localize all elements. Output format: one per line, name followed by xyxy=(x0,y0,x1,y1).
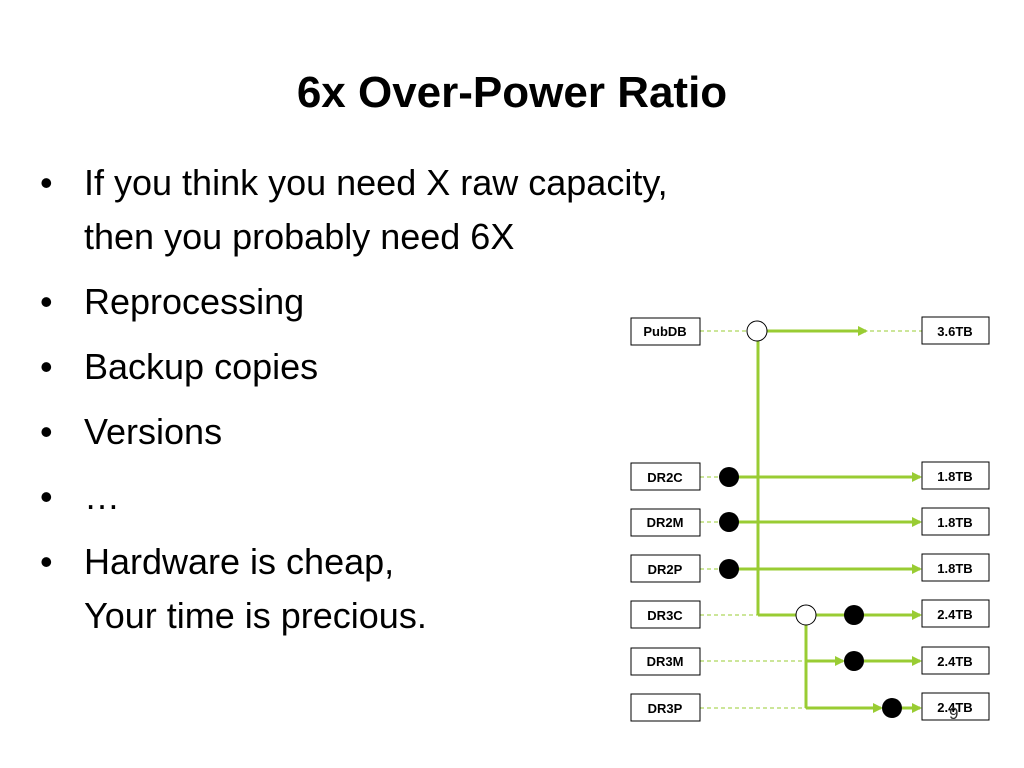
filled-node xyxy=(844,605,864,625)
flow-lines xyxy=(738,326,922,713)
bullet-marker: • xyxy=(40,162,53,203)
bullet-marker: • xyxy=(40,541,53,582)
bullet-line: Reprocessing xyxy=(84,281,305,322)
box-frame xyxy=(630,508,701,537)
bullet-text: Hardware is cheap, Your time is precious… xyxy=(84,535,840,643)
filled-node xyxy=(719,467,739,487)
box-frame xyxy=(921,316,990,345)
bullet-marker: • xyxy=(40,476,53,517)
bullet-item: • … xyxy=(40,470,840,524)
bullet-line: then you probably need 6X xyxy=(84,216,515,257)
bullet-list: • If you think you need X raw capacity, … xyxy=(40,156,840,654)
source-label: PubDB xyxy=(643,324,686,339)
bullet-text: If you think you need X raw capacity, th… xyxy=(84,156,840,264)
box-frame xyxy=(921,692,990,721)
filled-node xyxy=(719,512,739,532)
source-label: DR3P xyxy=(648,701,683,716)
bullet-text: Versions xyxy=(84,405,840,459)
bullet-text: Backup copies xyxy=(84,340,840,394)
bullet-line: Your time is precious. xyxy=(84,595,427,636)
target-box: 2.4TB xyxy=(921,692,990,721)
box-frame xyxy=(630,554,701,583)
box-frame xyxy=(921,461,990,490)
source-label: DR2M xyxy=(647,515,684,530)
filled-nodes xyxy=(719,467,902,718)
bullet-line: Hardware is cheap, xyxy=(84,541,395,582)
box-frame xyxy=(630,462,701,491)
bullet-item: • Hardware is cheap, Your time is precio… xyxy=(40,535,840,643)
target-box: 2.4TB xyxy=(921,599,990,628)
open-node xyxy=(746,320,768,342)
target-box: 1.8TB xyxy=(921,507,990,536)
target-label: 1.8TB xyxy=(937,515,972,530)
bullet-line: If you think you need X raw capacity, xyxy=(84,162,668,203)
target-label: 2.4TB xyxy=(937,654,972,669)
bullet-line: Backup copies xyxy=(84,346,319,387)
bullet-marker: • xyxy=(40,411,53,452)
source-box: DR3P xyxy=(630,693,701,722)
source-box: DR2P xyxy=(630,554,701,583)
source-boxes: PubDB DR2C DR2M DR2P DR3C DR3M DR3P xyxy=(630,317,701,722)
box-frame xyxy=(921,507,990,536)
page-number: 9 xyxy=(949,704,959,723)
target-label: 2.4TB xyxy=(937,700,972,715)
box-frame xyxy=(921,646,990,675)
source-box: DR2C xyxy=(630,462,701,491)
bullet-text: … xyxy=(84,470,840,524)
open-node xyxy=(795,604,817,626)
bullet-item: • Versions xyxy=(40,405,840,459)
slide-title: 6x Over-Power Ratio xyxy=(296,68,728,117)
source-box: DR3C xyxy=(630,600,701,629)
source-box: DR2M xyxy=(630,508,701,537)
target-label: 1.8TB xyxy=(937,561,972,576)
source-box: PubDB xyxy=(630,317,701,346)
filled-node xyxy=(882,698,902,718)
filled-node xyxy=(844,651,864,671)
filled-node xyxy=(719,559,739,579)
target-box: 3.6TB xyxy=(921,316,990,345)
bullet-item: • If you think you need X raw capacity, … xyxy=(40,156,840,264)
box-frame xyxy=(630,693,701,722)
target-box: 2.4TB xyxy=(921,646,990,675)
bullet-line: … xyxy=(84,476,120,517)
source-label: DR3M xyxy=(647,654,684,669)
target-boxes: 3.6TB 1.8TB 1.8TB 1.8TB 2.4TB 2.4TB 2.4T… xyxy=(921,316,990,721)
bullet-text: Reprocessing xyxy=(84,275,840,329)
target-box: 1.8TB xyxy=(921,553,990,582)
bullet-item: • Reprocessing xyxy=(40,275,840,329)
bullet-marker: • xyxy=(40,346,53,387)
source-box: DR3M xyxy=(630,647,701,676)
box-frame xyxy=(630,600,701,629)
bullet-marker: • xyxy=(40,281,53,322)
box-frame xyxy=(921,553,990,582)
source-label: DR3C xyxy=(647,608,683,623)
target-label: 1.8TB xyxy=(937,469,972,484)
target-label: 2.4TB xyxy=(937,607,972,622)
bullet-line: Versions xyxy=(84,411,223,452)
source-label: DR2C xyxy=(647,470,683,485)
box-frame xyxy=(921,599,990,628)
target-box: 1.8TB xyxy=(921,461,990,490)
source-label: DR2P xyxy=(648,562,683,577)
bullet-item: • Backup copies xyxy=(40,340,840,394)
box-frame xyxy=(630,317,701,346)
box-frame xyxy=(630,647,701,676)
target-label: 3.6TB xyxy=(937,324,972,339)
